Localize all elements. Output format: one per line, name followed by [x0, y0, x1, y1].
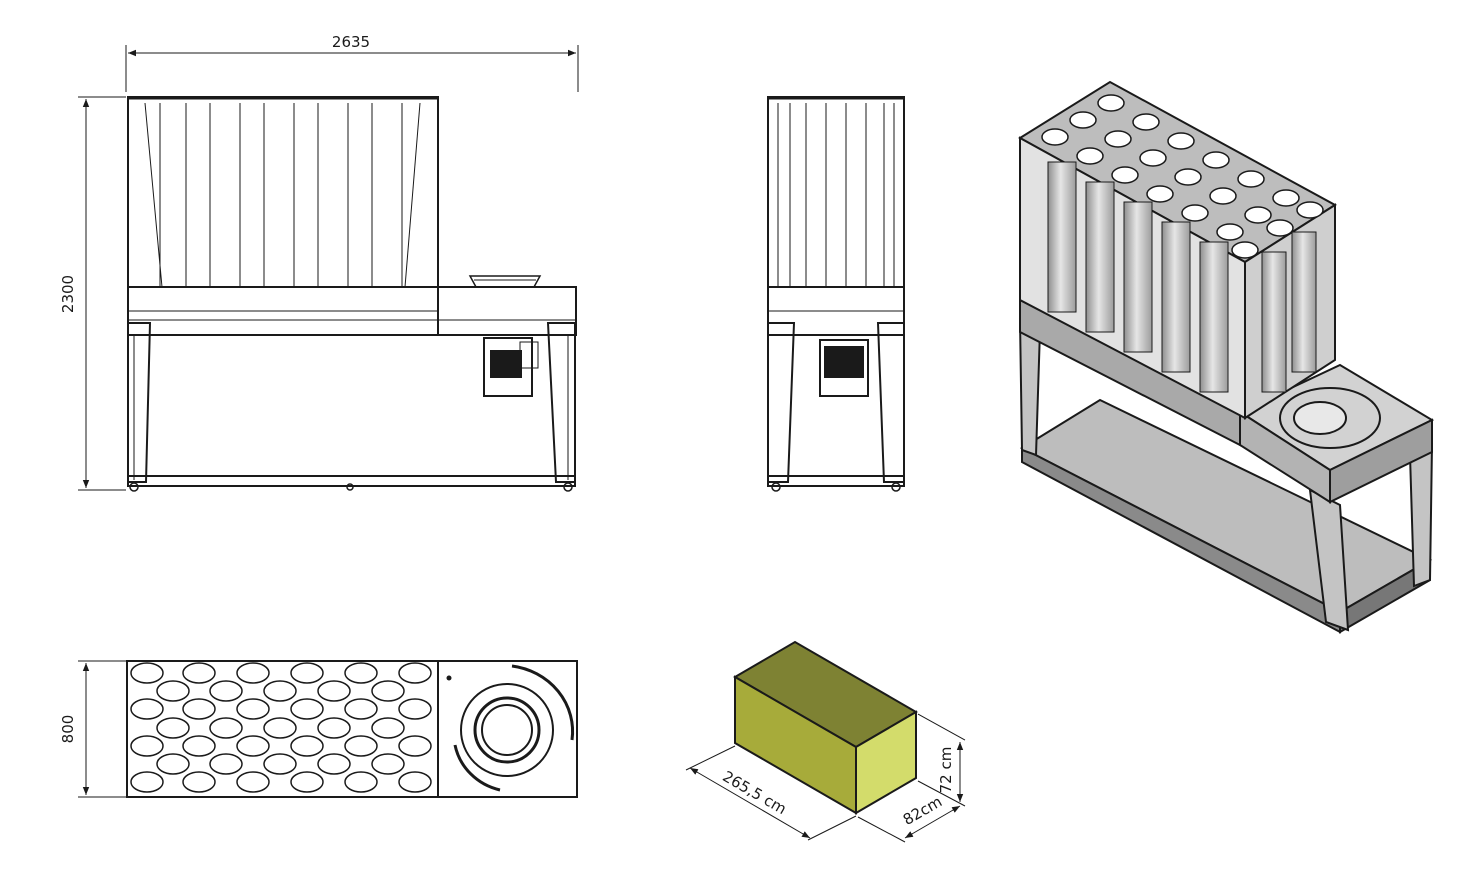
side-view: [767, 96, 905, 492]
box-height-label: 72 cm: [937, 747, 955, 794]
box-length-dimension-line: [689, 767, 811, 839]
box-length-label: 265,5 cm: [719, 767, 789, 818]
front-height-label: 2300: [59, 275, 77, 313]
top-fan-inlet: [446, 664, 575, 792]
side-left-leg: [767, 322, 796, 483]
iso-top-holes: [1041, 94, 1324, 259]
top-filter-holes: [130, 662, 432, 793]
fan-outlet: [468, 275, 542, 288]
iso-filter-cartridges: [1047, 161, 1317, 393]
side-right-leg: [876, 322, 905, 483]
isometric-view: [1018, 80, 1435, 634]
side-motor: [819, 339, 869, 397]
front-view: 2635 2300: [59, 33, 579, 492]
package-box: 265,5 cm 82cm 72 cm: [685, 640, 966, 843]
fan-module: [437, 286, 577, 336]
filter-cartridges-front: [144, 102, 421, 288]
top-view: 800: [59, 660, 578, 798]
box-depth-dimension-line: [904, 805, 961, 839]
filter-housing: [127, 96, 439, 288]
front-width-label: 2635: [332, 33, 370, 51]
top-depth-label: 800: [59, 715, 77, 744]
motor: [483, 337, 533, 397]
box-depth-label: 82cm: [900, 792, 945, 829]
front-left-leg: [127, 322, 152, 483]
front-right-leg: [546, 322, 576, 483]
top-outline: [126, 660, 578, 798]
box-side-face: [855, 710, 917, 815]
